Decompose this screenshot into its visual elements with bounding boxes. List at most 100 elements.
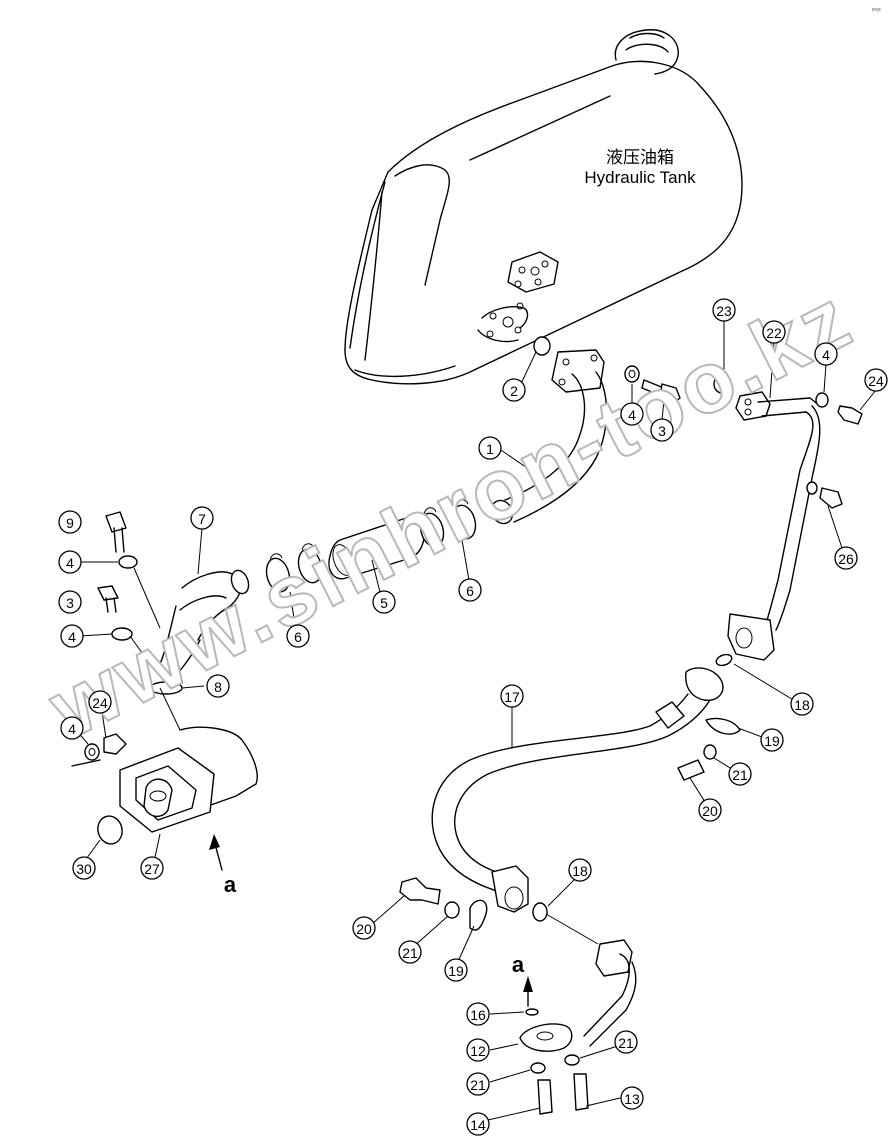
callout-circle bbox=[88, 690, 112, 714]
washer-21c bbox=[530, 1062, 546, 1074]
washer-4b bbox=[815, 392, 829, 408]
callout-c3a: 3 bbox=[650, 418, 674, 442]
left-assembly bbox=[71, 511, 258, 845]
o-ring-16 bbox=[525, 1008, 539, 1016]
callout-number: 22 bbox=[766, 325, 782, 341]
callout-circle bbox=[620, 1086, 644, 1110]
callout-c18b: 18 bbox=[568, 858, 592, 882]
callout-number: 4 bbox=[628, 407, 636, 423]
callout-circle bbox=[728, 762, 752, 786]
callout-circle bbox=[352, 916, 376, 940]
callout-c19b: 19 bbox=[444, 958, 468, 982]
pipe-1 bbox=[490, 349, 608, 525]
callout-c5: 5 bbox=[372, 590, 396, 614]
callout-circle bbox=[502, 378, 526, 402]
bolt-24a bbox=[837, 405, 863, 425]
o-ring-18a bbox=[715, 653, 733, 667]
callout-number: 20 bbox=[702, 803, 718, 819]
callout-circle bbox=[60, 716, 84, 740]
callout-number: 20 bbox=[356, 921, 372, 937]
callout-number: 23 bbox=[716, 303, 732, 319]
hose-17 bbox=[431, 667, 724, 913]
lower-fittings bbox=[399, 877, 637, 1115]
callout-circle bbox=[60, 624, 84, 648]
callout-number: 24 bbox=[868, 373, 884, 389]
callout-number: 6 bbox=[466, 583, 474, 599]
callout-circle bbox=[190, 506, 214, 530]
callout-c1: 1 bbox=[478, 436, 502, 460]
callout-circle bbox=[58, 590, 82, 614]
callout-circle bbox=[72, 856, 96, 880]
callout-number: 8 bbox=[214, 679, 222, 695]
callout-number: 2 bbox=[510, 383, 518, 399]
callout-c6b: 6 bbox=[458, 578, 482, 602]
callout-number: 3 bbox=[658, 423, 666, 439]
callout-c4d: 4 bbox=[60, 624, 84, 648]
watermark: www.sinhron-too.kz bbox=[34, 269, 868, 757]
callout-circle bbox=[206, 674, 230, 698]
callout-number: 30 bbox=[76, 861, 92, 877]
callout-circle bbox=[466, 1112, 490, 1136]
callout-number: 21 bbox=[732, 767, 748, 783]
callout-c6a: 6 bbox=[286, 624, 310, 648]
callout-circle bbox=[712, 298, 736, 322]
bolt-13 bbox=[573, 1073, 589, 1111]
callout-circle bbox=[458, 578, 482, 602]
callout-number: 6 bbox=[294, 629, 302, 645]
callout-circle bbox=[140, 856, 164, 880]
callout-c21c: 21 bbox=[614, 1030, 638, 1054]
callout-circle bbox=[760, 728, 784, 752]
callout-c16: 16 bbox=[466, 1002, 490, 1026]
corner-mark: ᵖᵃᵍᵉ bbox=[872, 8, 882, 14]
callout-c24a: 24 bbox=[864, 368, 888, 392]
washer-bolt-3-4 bbox=[624, 365, 681, 405]
callout-circle bbox=[650, 418, 674, 442]
half-clamp-19b bbox=[469, 899, 488, 931]
callout-circle bbox=[58, 550, 82, 574]
tank-label-cn: 液压油箱 bbox=[606, 148, 674, 167]
callout-c20a: 20 bbox=[698, 798, 722, 822]
callout-circle bbox=[286, 624, 310, 648]
callout-c14: 14 bbox=[466, 1112, 490, 1136]
view-arrows: a a bbox=[209, 834, 533, 1007]
callout-number: 26 bbox=[838, 551, 854, 567]
callout-circle bbox=[500, 684, 524, 708]
o-ring-23 bbox=[713, 374, 731, 394]
callout-circle bbox=[444, 958, 468, 982]
o-ring-18b bbox=[532, 902, 548, 922]
callout-number: 18 bbox=[572, 863, 588, 879]
callout-number: 16 bbox=[470, 1007, 486, 1023]
callout-c30: 30 bbox=[72, 856, 96, 880]
callout-number: 21 bbox=[470, 1077, 486, 1093]
callout-circle bbox=[620, 402, 644, 426]
callout-number: 9 bbox=[66, 515, 74, 531]
callout-c21b: 21 bbox=[398, 940, 422, 964]
callout-number: 21 bbox=[618, 1035, 634, 1051]
callout-number: 24 bbox=[92, 695, 108, 711]
callout-number: 19 bbox=[764, 733, 780, 749]
callout-circle bbox=[864, 368, 888, 392]
washer-21d bbox=[564, 1054, 580, 1066]
callout-c26: 26 bbox=[834, 546, 858, 570]
callout-c20b: 20 bbox=[352, 916, 376, 940]
half-clamp-19a bbox=[705, 717, 741, 735]
callout-number: 4 bbox=[68, 629, 76, 645]
callout-c21d: 21 bbox=[466, 1072, 490, 1096]
o-ring-2 bbox=[533, 336, 551, 356]
view-label-a-lower: a bbox=[512, 952, 525, 977]
callout-circle bbox=[478, 436, 502, 460]
washer-21b bbox=[444, 901, 460, 919]
callout-circle bbox=[568, 858, 592, 882]
callout-circle bbox=[814, 342, 838, 366]
callout-number: 19 bbox=[448, 963, 464, 979]
callout-circle bbox=[466, 1072, 490, 1096]
callout-c4e: 4 bbox=[60, 716, 84, 740]
callout-number: 3 bbox=[66, 595, 74, 611]
callout-c19a: 19 bbox=[760, 728, 784, 752]
elbow-26 bbox=[819, 487, 843, 509]
callout-circle bbox=[614, 1030, 638, 1054]
bolt-20b bbox=[399, 877, 441, 905]
hydraulic-tank: 液压油箱 Hydraulic Tank bbox=[344, 29, 743, 385]
